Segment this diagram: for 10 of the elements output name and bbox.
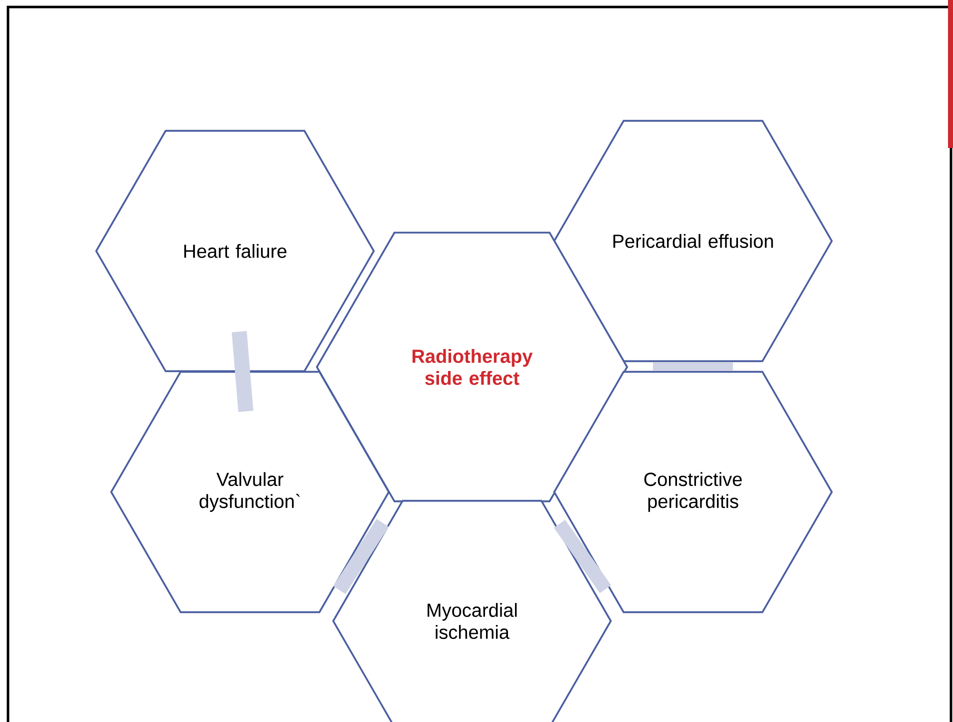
connector-band bbox=[333, 518, 389, 594]
node-label: Myocardial ischemia bbox=[428, 603, 517, 639]
hexagon: Constrictive pericarditis bbox=[553, 370, 833, 614]
hexagon: Valvular dysfunction` bbox=[110, 370, 390, 614]
connector-band bbox=[653, 362, 734, 371]
hexagon: Heart faliure bbox=[95, 130, 375, 372]
connector-band bbox=[554, 520, 612, 594]
hexagon: Myocardial ischemia bbox=[332, 500, 612, 722]
hexagon: Pericardial effusion bbox=[553, 120, 833, 362]
connector-band bbox=[232, 331, 254, 412]
